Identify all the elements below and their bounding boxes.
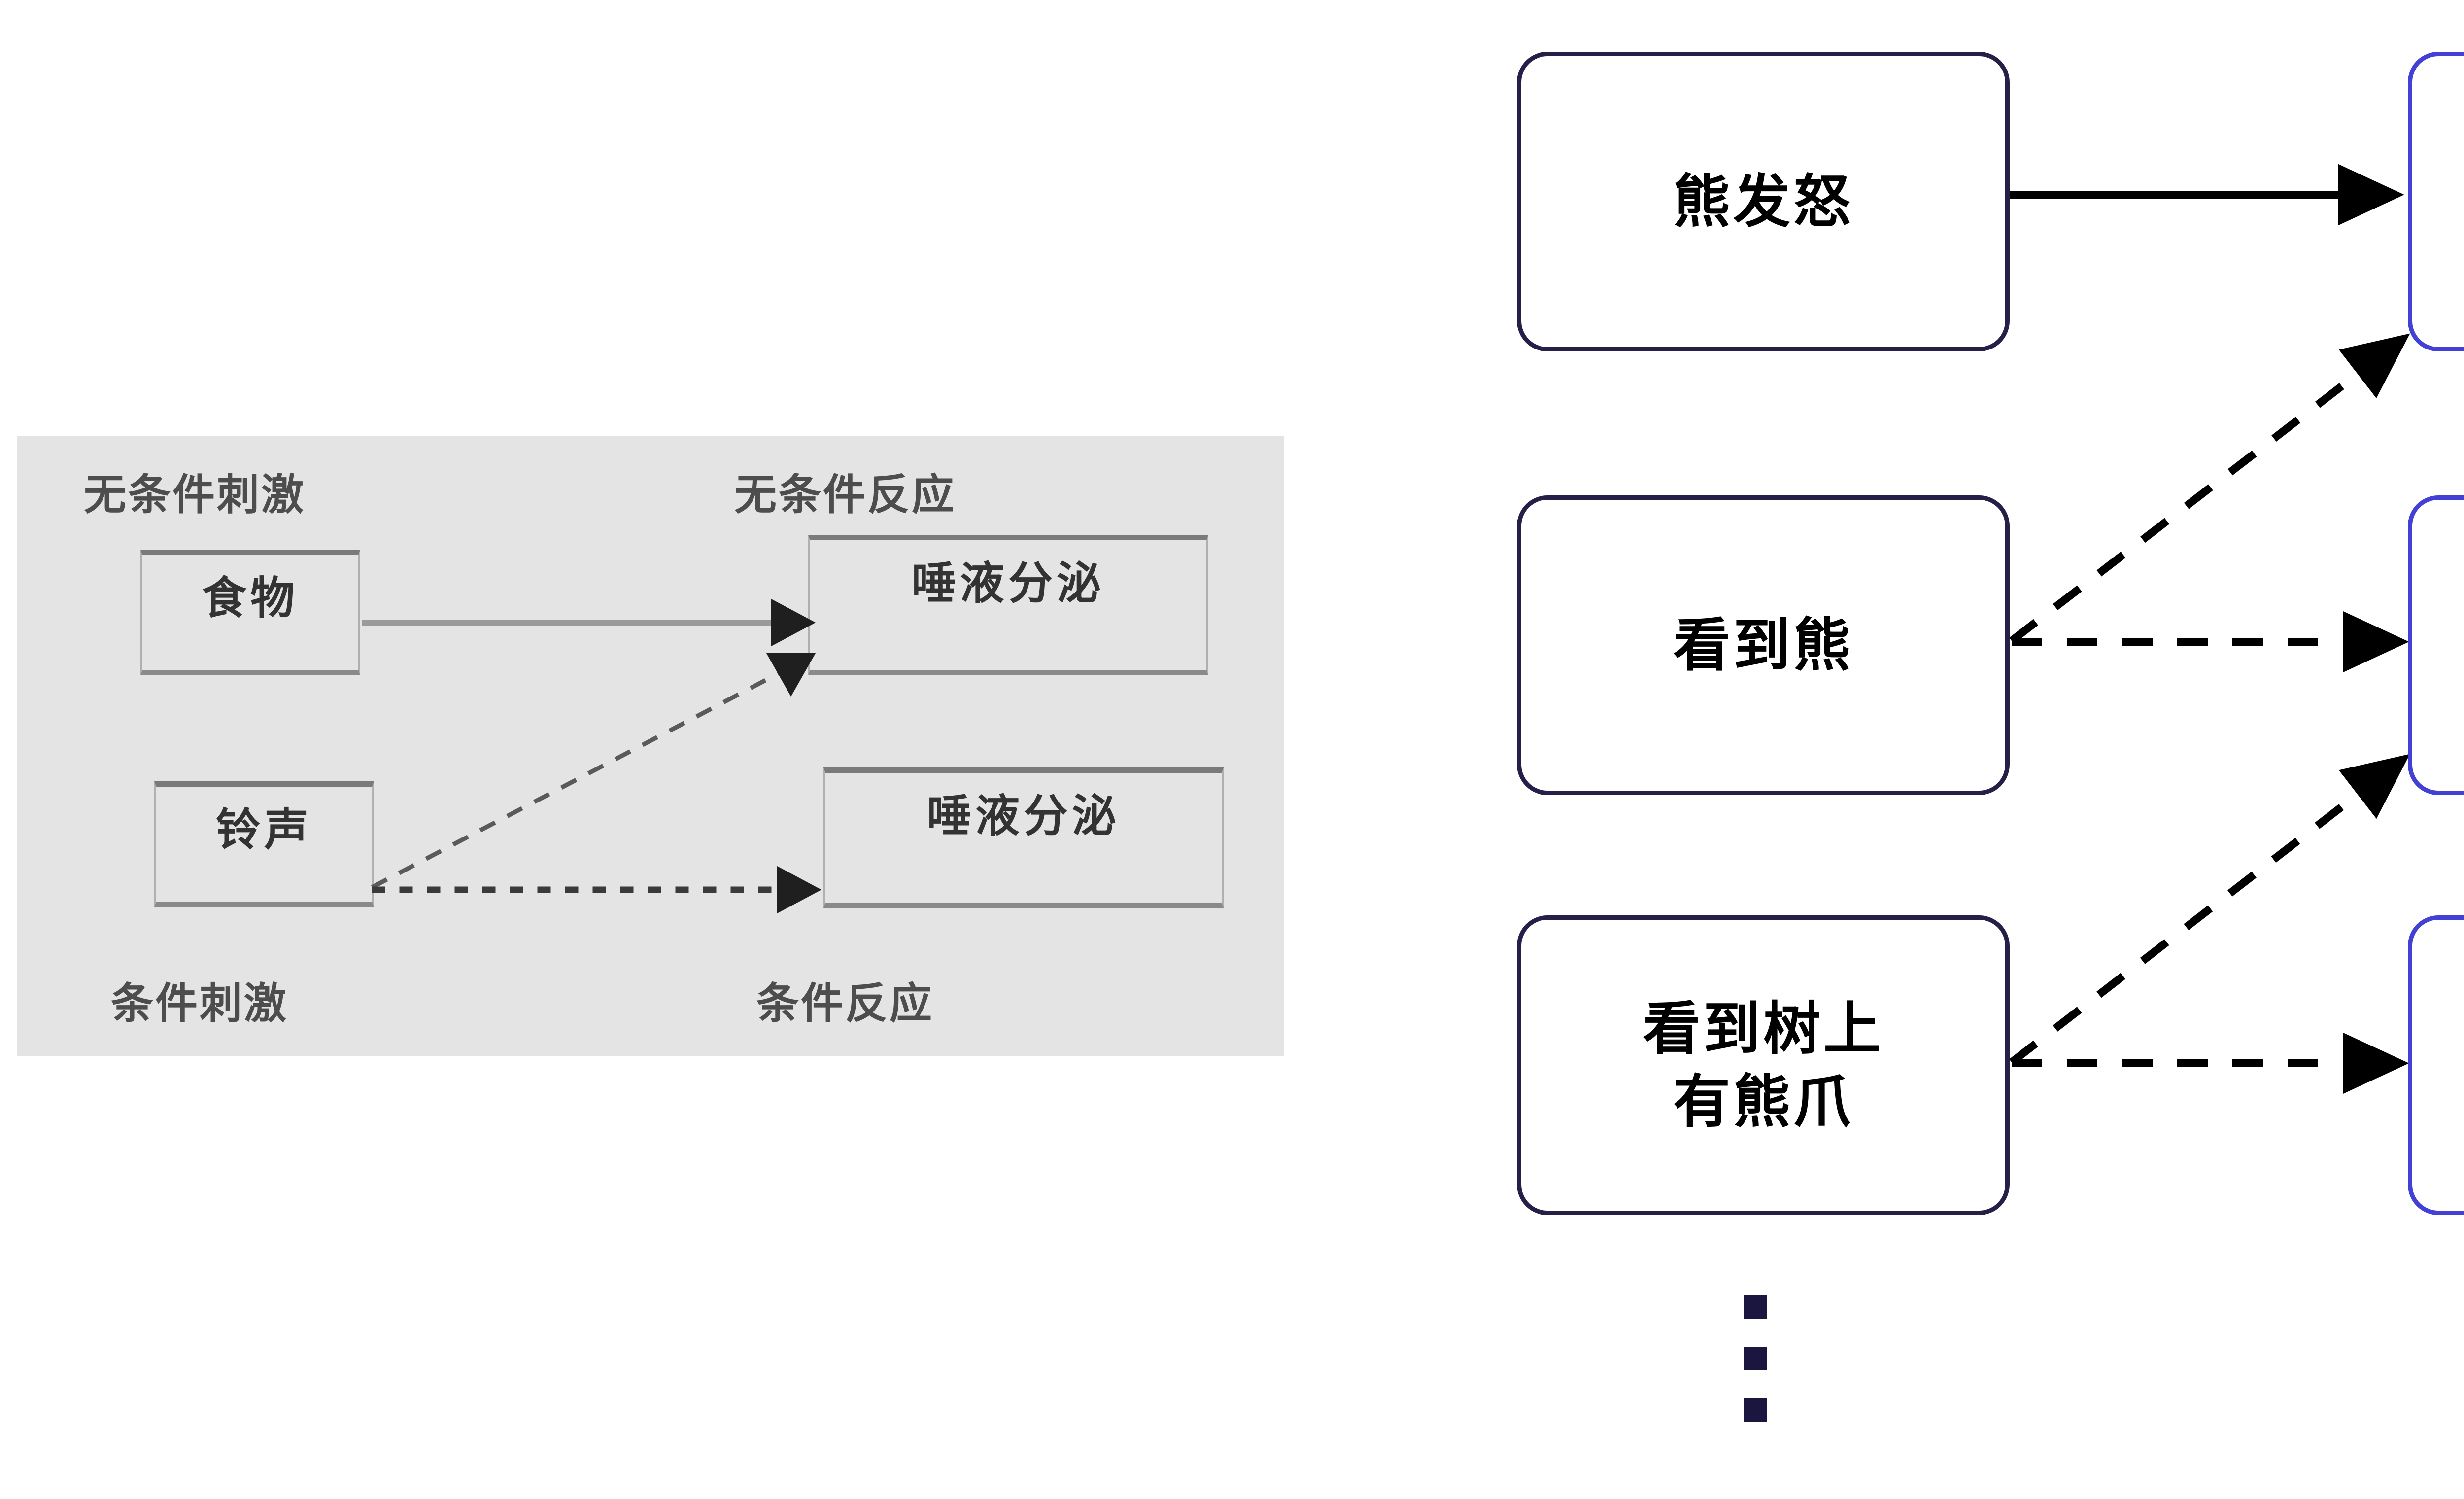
arrow-see-bear-to-reward bbox=[2009, 333, 2410, 644]
ellipsis-dot bbox=[1744, 1295, 1767, 1319]
label-unconditioned-stimulus: 无条件刺激 bbox=[84, 471, 306, 519]
box-paw-on-tree: 看到树上 有熊爪 bbox=[1517, 915, 2010, 1215]
ellipsis-left-column bbox=[1744, 1295, 1767, 1422]
box-bell-label: 铃声 bbox=[216, 805, 312, 855]
box-paw-on-tree-label: 看到树上 有熊爪 bbox=[1643, 996, 1883, 1134]
ellipsis-dot bbox=[1744, 1398, 1767, 1422]
label-conditioned-response: 条件反应 bbox=[756, 980, 934, 1027]
label-conditioned-stimulus: 条件刺激 bbox=[111, 980, 288, 1027]
box-value-state: V(s) bbox=[2408, 915, 2464, 1215]
rl-arrows-layer bbox=[2009, 164, 2410, 1094]
box-bell: 铃声 bbox=[154, 781, 374, 907]
label-unconditioned-response: 无条件反应 bbox=[734, 471, 956, 519]
box-food-label: 食物 bbox=[202, 574, 299, 623]
rl-value-diagram-panel: 熊发怒 看到熊 看到树上 有熊爪 奖励 V(s′) V(s) bbox=[1508, 0, 2464, 1499]
classical-conditioning-panel: 无条件刺激 无条件反应 条件刺激 条件反应 食物 铃声 唾液分泌 唾液分泌 bbox=[17, 436, 1284, 1056]
box-salivation-top: 唾液分泌 bbox=[808, 535, 1208, 675]
box-salivation-bottom-label: 唾液分泌 bbox=[927, 792, 1120, 841]
arrow-paw-to-value-next-state bbox=[2009, 754, 2410, 1066]
box-see-bear: 看到熊 bbox=[1517, 495, 2010, 795]
box-see-bear-label: 看到熊 bbox=[1673, 613, 1853, 677]
box-salivation-bottom: 唾液分泌 bbox=[823, 767, 1224, 908]
ellipsis-dot bbox=[1744, 1347, 1767, 1370]
box-bear-angry: 熊发怒 bbox=[1517, 52, 2010, 351]
classical-arrows-layer bbox=[362, 599, 821, 913]
box-reward: 奖励 bbox=[2408, 52, 2464, 351]
box-value-next-state: V(s′) bbox=[2408, 495, 2464, 795]
box-bear-angry-label: 熊发怒 bbox=[1673, 169, 1853, 234]
arrow-bell-to-salivation-bottom bbox=[372, 866, 821, 913]
box-salivation-top-label: 唾液分泌 bbox=[912, 559, 1105, 608]
arrow-food-to-salivation bbox=[362, 599, 816, 646]
box-food: 食物 bbox=[140, 550, 360, 675]
arrow-bell-to-salivation-top bbox=[371, 653, 816, 889]
